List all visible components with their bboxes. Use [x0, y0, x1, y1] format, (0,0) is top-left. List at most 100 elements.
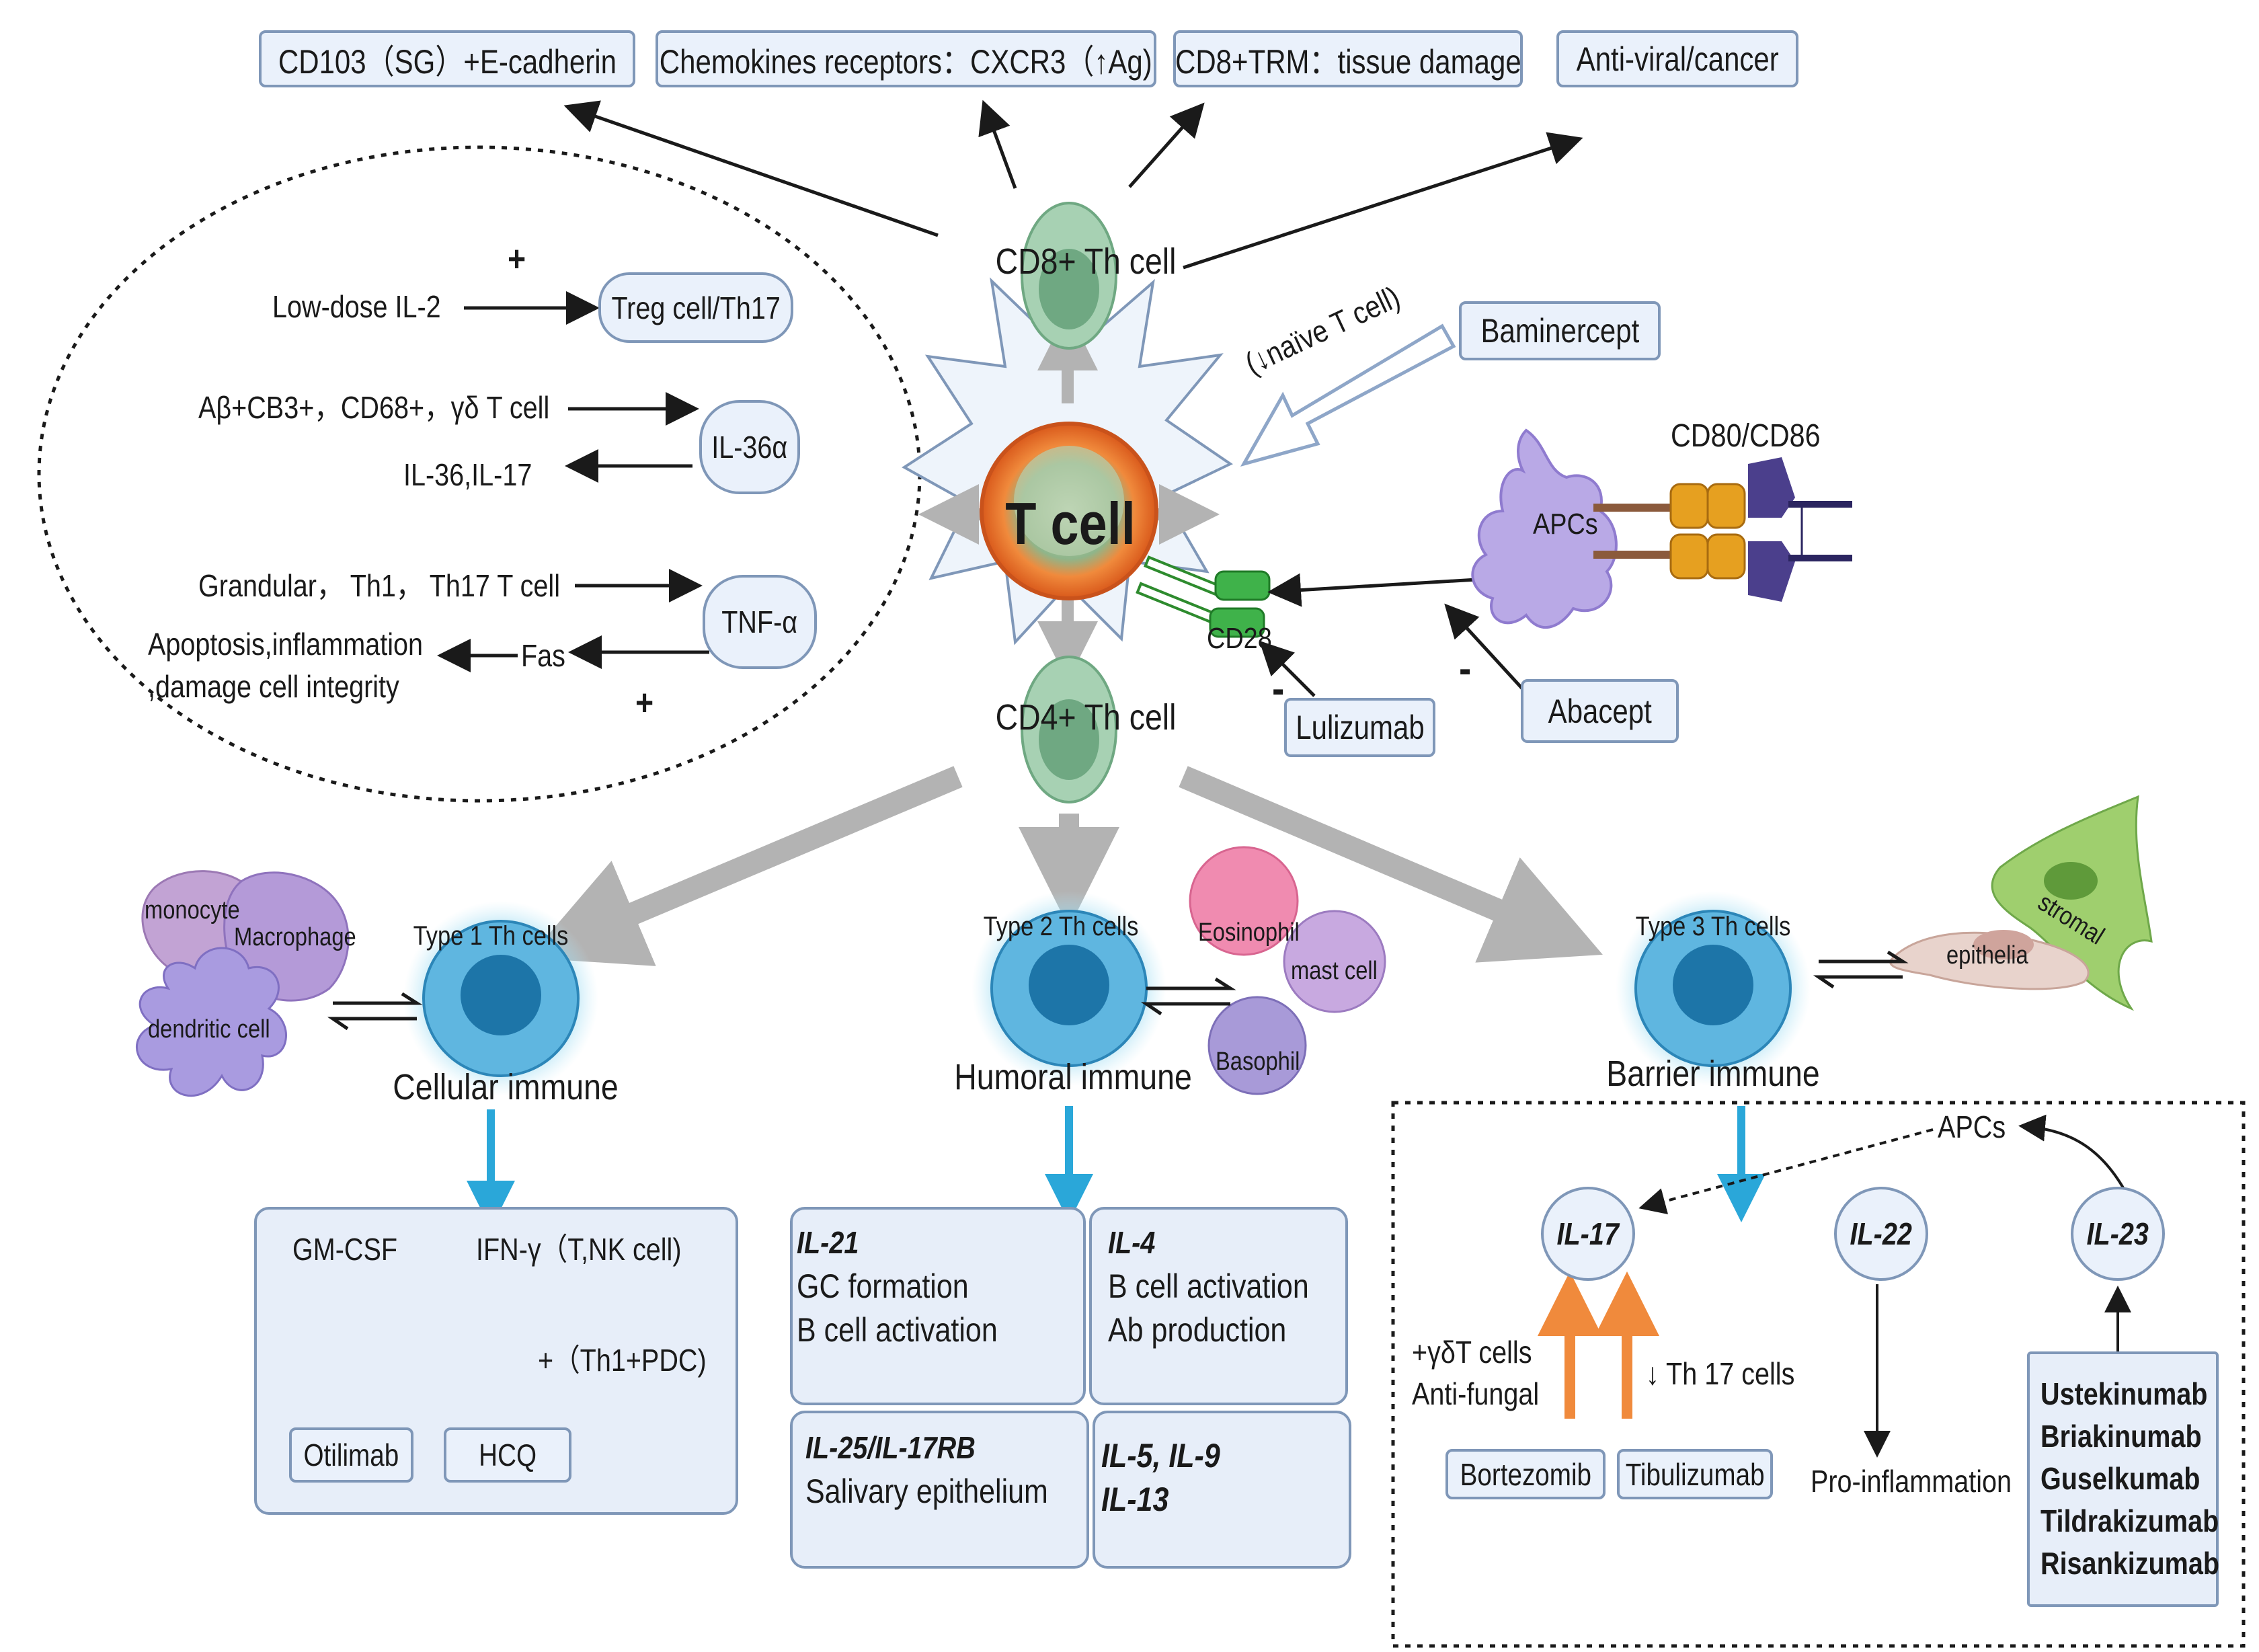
antifungal-label: Anti-fungal	[1412, 1376, 1540, 1411]
il4-label: IL-4	[1108, 1225, 1156, 1260]
apoptosis-label: Apoptosis,inflammation	[148, 627, 423, 662]
baminercept-box: Baminercept	[1459, 301, 1661, 360]
fas-label: Fas	[521, 638, 565, 673]
bact1-label: B cell activation	[797, 1311, 998, 1349]
otilimab-text: Otilimab	[303, 1438, 399, 1472]
arrow-il23-apcs	[2018, 1114, 2126, 1191]
cd28-label: CD28	[1207, 622, 1272, 655]
equilibrium-th2	[1140, 977, 1236, 1016]
abeta-label: Aβ+CB3+，CD68+，γδ T cell	[198, 390, 550, 425]
cd103-box: CD103（SG）+E-cadherin	[259, 30, 635, 87]
otilimab-box: Otilimab	[289, 1427, 413, 1483]
th1pdc-label: +（Th1+PDC)	[538, 1343, 707, 1378]
fas-plus: +	[635, 682, 654, 723]
cd80-block2	[1706, 483, 1746, 529]
chemokines-text: Chemokines receptors：CXCR3（↑Ag)	[660, 42, 1152, 81]
il17-circle: IL-17	[1541, 1187, 1635, 1281]
mast-cell	[1283, 910, 1386, 1013]
stromal-nucleus	[2044, 862, 2098, 900]
type2-label: Type 2 Th cells	[983, 912, 1139, 941]
arrow-to-chemokines	[978, 100, 1017, 189]
th1-nucleus	[461, 955, 541, 1035]
il23-drug-3: Guselkumab	[2040, 1461, 2201, 1496]
il23-drugs-panel	[2027, 1351, 2219, 1607]
il23-drug-1: Ustekinumab	[2040, 1376, 2208, 1411]
epithelia-label: epithelia	[1946, 941, 2028, 970]
bact2-label: B cell activation	[1108, 1267, 1309, 1305]
epithelia-cell	[1889, 931, 2090, 990]
antiviral-box: Anti-viral/cancer	[1556, 30, 1798, 87]
il36a-pill: IL-36α	[699, 400, 800, 494]
treg-pill: Treg cell/Th17	[598, 272, 793, 343]
apcs-label: APCs	[1533, 508, 1598, 541]
il13-label: IL-13	[1101, 1481, 1169, 1518]
barrier-label: Barrier immune	[1606, 1054, 1820, 1094]
il23-drug-5: Risankizumab	[2040, 1546, 2220, 1581]
cd28-head2	[1209, 607, 1265, 638]
proinfl-label: Pro-inflammation	[1811, 1464, 2012, 1499]
th3-dashed-box	[1391, 1101, 2246, 1648]
damage-label: ,damage cell integrity	[148, 669, 399, 704]
treg-text: Treg cell/Th17	[611, 290, 781, 325]
tibulizumab-box: Tibulizumab	[1617, 1449, 1773, 1499]
th17-label: ↓ Th 17 cells	[1646, 1356, 1795, 1391]
basophil-cell	[1207, 996, 1307, 1095]
apc-cell	[1471, 428, 1618, 629]
il25-label: IL-25/IL-17RB	[805, 1430, 976, 1465]
cd80-ligand1	[1748, 457, 1795, 518]
cd4-cell-nucleus	[1039, 699, 1099, 780]
humoral-label: Humoral immune	[954, 1057, 1192, 1097]
cd80-block1	[1669, 483, 1709, 529]
th3-nucleus	[1673, 945, 1753, 1025]
baminercept-arrow	[1240, 323, 1456, 467]
stromal-cell	[1991, 795, 2153, 1011]
treg-plus: +	[508, 239, 526, 279]
il23-drug-2: Briakinumab	[2040, 1419, 2202, 1454]
cd8-cell-nucleus	[1039, 249, 1099, 329]
epithelia-nucleus	[1973, 930, 2034, 959]
arrow-to-cd103	[563, 100, 939, 237]
eosinophil-label: Eosinophil	[1198, 918, 1300, 947]
cd8trm-box: CD8+TRM：tissue damage	[1173, 30, 1523, 87]
il21-label: IL-21	[797, 1225, 859, 1260]
t-cell-nucleus-texture	[1014, 446, 1124, 556]
il59-panel	[1093, 1411, 1351, 1569]
lulizumab-minus: -	[1272, 664, 1285, 713]
il23-circle: IL-23	[2071, 1187, 2165, 1281]
chemokines-box: Chemokines receptors：CXCR3（↑Ag)	[656, 30, 1156, 87]
tibulizumab-text: Tibulizumab	[1625, 1456, 1765, 1492]
bortezomib-box: Bortezomib	[1445, 1449, 1606, 1499]
il36a-text: IL-36α	[711, 430, 788, 465]
low-dose-label: Low-dose IL-2	[272, 289, 441, 324]
hcq-text: HCQ	[479, 1438, 537, 1472]
cellular-label: Cellular immune	[393, 1067, 619, 1107]
cd86-block2	[1706, 533, 1746, 580]
type1-label: Type 1 Th cells	[413, 921, 569, 951]
equilibrium-th1	[327, 992, 423, 1031]
il23-text: IL-23	[2086, 1216, 2149, 1251]
tnf-pill: TNF-α	[703, 575, 817, 669]
type3-label: Type 3 Th cells	[1635, 912, 1791, 941]
mast-label: mast cell	[1291, 957, 1378, 985]
arrow-apc-cd28	[1267, 573, 1500, 607]
equilibrium-th3	[1813, 950, 1909, 989]
cd4-label: CD4+ Th cell	[995, 697, 1177, 738]
il17-text: IL-17	[1556, 1216, 1620, 1251]
salivary-label: Salivary epithelium	[805, 1472, 1048, 1510]
bortezomib-text: Bortezomib	[1460, 1456, 1591, 1492]
basophil-label: Basophil	[1216, 1048, 1300, 1076]
dendritic-cell	[136, 947, 287, 1097]
il23-drug-4: Tildrakizumab	[2040, 1503, 2219, 1538]
eosinophil-cell	[1189, 846, 1299, 956]
granular-label: Grandular， Th1， Th17 T cell	[198, 568, 561, 603]
macrophage-label: Macrophage	[234, 923, 356, 951]
gmcsf-label: GM-CSF	[292, 1232, 398, 1267]
tnf-text: TNF-α	[721, 604, 798, 639]
dendritic-label: dendritic cell	[148, 1015, 270, 1044]
cd8-label: CD8+ Th cell	[995, 241, 1177, 282]
monocyte-label: monocyte	[145, 896, 240, 925]
antiviral-text: Anti-viral/cancer	[1576, 40, 1779, 78]
abacept-minus: -	[1459, 644, 1472, 693]
baminercept-text: Baminercept	[1480, 312, 1639, 350]
cd103-text: CD103（SG）+E-cadherin	[278, 42, 617, 81]
